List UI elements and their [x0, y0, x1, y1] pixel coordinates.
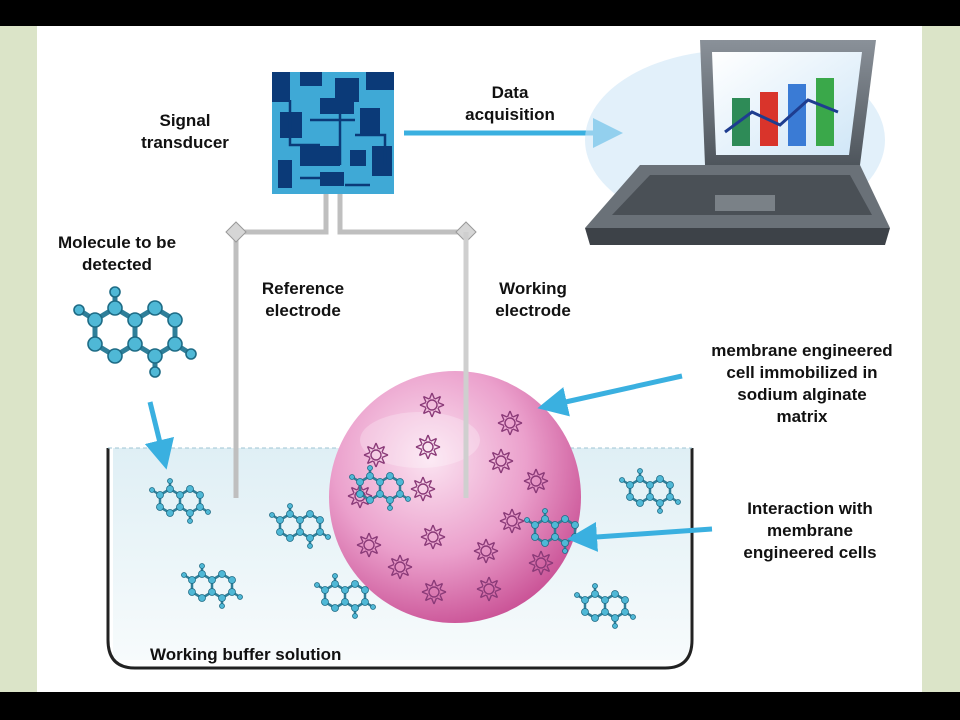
- arrow-to-sphere: [537, 373, 683, 417]
- arrow-molecule-to-solution: [144, 401, 174, 470]
- label-molecule-to-be-detected: Molecule to be detected: [57, 233, 177, 274]
- laptop-bar: [816, 78, 834, 146]
- arrow-to-interaction: [567, 521, 713, 552]
- right-margin: [922, 26, 960, 692]
- label-reference-electrode: Reference electrode: [261, 279, 345, 320]
- left-margin: [0, 26, 37, 692]
- signal-transducer-chip: [272, 72, 394, 194]
- molecule-to-be-detected: [74, 287, 196, 377]
- bottom-black-bar: [0, 692, 960, 720]
- laptop: [585, 40, 890, 245]
- label-working-electrode: Working electrode: [495, 279, 571, 320]
- label-interaction: Interaction with membrane engineered cel…: [743, 499, 877, 562]
- arrows: [144, 118, 713, 552]
- laptop-bar: [788, 84, 806, 146]
- label-working-buffer-solution: Working buffer solution: [150, 645, 342, 664]
- label-signal-transducer: Signal transducer: [141, 111, 229, 152]
- label-membrane-cell: membrane engineered cell immobilized in …: [711, 341, 893, 426]
- top-black-bar: [0, 0, 960, 26]
- label-data-acquisition: Data acquisition: [465, 83, 555, 124]
